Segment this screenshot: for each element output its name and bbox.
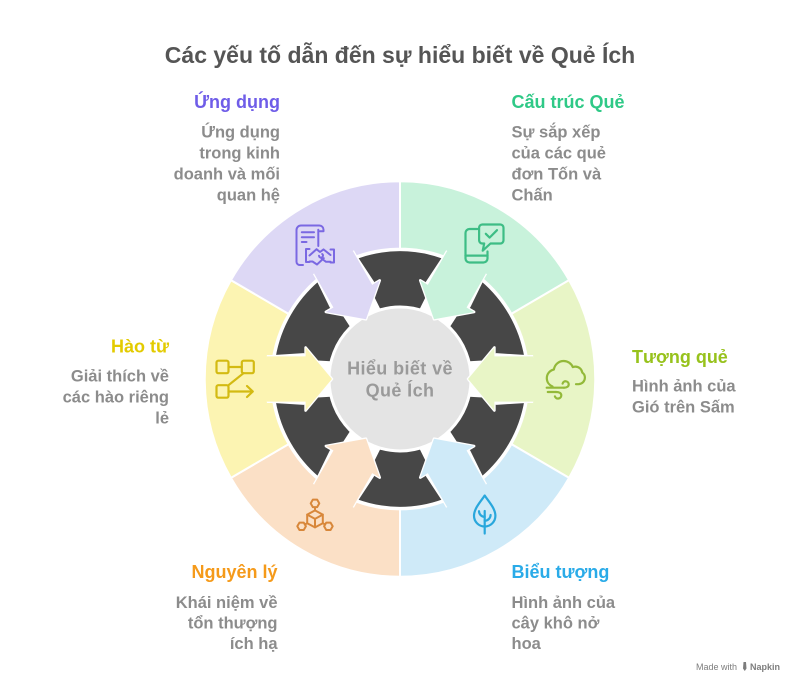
svg-text:Hào từ: Hào từ — [111, 337, 170, 357]
svg-text:Biểu tượng: Biểu tượng — [512, 562, 610, 582]
svg-text:đơn Tốn và: đơn Tốn và — [512, 166, 602, 184]
svg-text:của các quẻ: của các quẻ — [512, 145, 606, 163]
svg-text:Hình ảnh của: Hình ảnh của — [632, 378, 736, 396]
svg-text:Made with: Made with — [696, 662, 737, 672]
svg-text:hoa: hoa — [512, 635, 542, 653]
svg-text:tổn thượng: tổn thượng — [188, 615, 278, 633]
svg-text:trong kinh: trong kinh — [199, 145, 280, 163]
svg-text:Ứng dụng: Ứng dụng — [194, 91, 280, 112]
svg-text:cây khô nở: cây khô nở — [512, 615, 600, 633]
svg-text:Hình ảnh của: Hình ảnh của — [512, 594, 616, 612]
svg-text:Napkin: Napkin — [750, 662, 780, 672]
svg-text:Sự sắp xếp: Sự sắp xếp — [512, 123, 601, 142]
svg-text:Quẻ Ích: Quẻ Ích — [366, 380, 435, 401]
svg-text:Hiểu biết về: Hiểu biết về — [347, 359, 453, 379]
svg-text:doanh và mối: doanh và mối — [174, 166, 280, 184]
svg-text:lẻ: lẻ — [155, 410, 169, 428]
svg-text:quan hệ: quan hệ — [217, 187, 280, 205]
svg-text:Cấu trúc Quẻ: Cấu trúc Quẻ — [512, 92, 625, 112]
svg-text:Gió trên Sấm: Gió trên Sấm — [632, 399, 735, 417]
svg-text:Nguyên lý: Nguyên lý — [191, 562, 277, 582]
svg-text:Tượng quẻ: Tượng quẻ — [632, 347, 728, 367]
svg-text:Các yếu tố dẫn đến sự hiểu biế: Các yếu tố dẫn đến sự hiểu biết về Quẻ Í… — [165, 41, 635, 68]
svg-text:Ứng dụng: Ứng dụng — [201, 123, 280, 142]
svg-text:các hào riêng: các hào riêng — [63, 389, 169, 407]
svg-text:Giải thích về: Giải thích về — [71, 368, 169, 386]
svg-text:ích hạ: ích hạ — [230, 635, 279, 653]
svg-text:Khái niệm về: Khái niệm về — [176, 594, 278, 612]
svg-text:Chấn: Chấn — [512, 187, 553, 205]
